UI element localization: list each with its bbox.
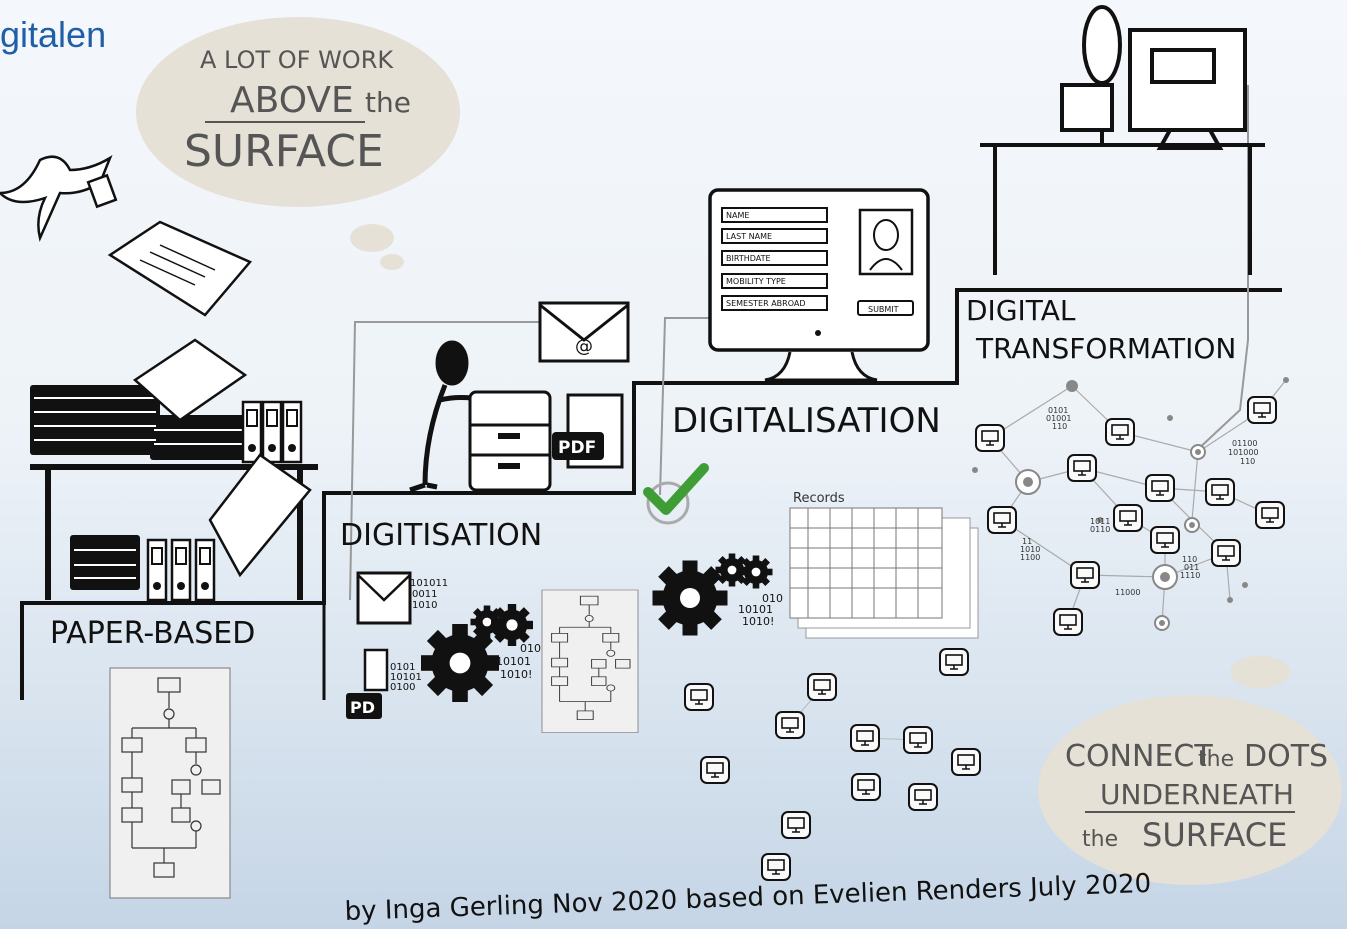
surface-staircase	[20, 288, 1282, 700]
binary-text: 110	[1052, 422, 1067, 431]
lamp-paper-icon	[132, 338, 312, 578]
form-field-birthdate: BIRTHDATE	[726, 254, 771, 263]
bubble-below-dots: DOTS	[1244, 739, 1328, 774]
binary-text: 0100	[390, 682, 415, 693]
binary-text: 1010	[412, 600, 437, 611]
stage-label-digitalisation: DIGITALISATION	[672, 401, 941, 441]
binary-text: 0101	[390, 662, 415, 673]
credit-line: by Inga Gerling Nov 2020 based on Evelie…	[344, 869, 1151, 927]
bubble-below-connect: CONNECT	[1065, 739, 1213, 774]
binary-text: 011	[1184, 563, 1199, 572]
binary-text: 0110	[1090, 525, 1110, 534]
binary-text: 01001	[1046, 414, 1071, 423]
binary-text: 0101	[1048, 406, 1068, 415]
binary-text: 01100	[1232, 439, 1257, 448]
email-at-symbol: @	[575, 336, 593, 357]
bubble-below-the2: the	[1082, 827, 1118, 852]
bubble-below-surface: SURFACE	[1142, 816, 1287, 854]
dove-icon	[0, 155, 118, 242]
stage-label-digital: DIGITAL	[966, 294, 1076, 327]
binary-text: 1110	[1180, 571, 1200, 580]
binary-text: 1010!	[742, 615, 774, 628]
digitalisation-stage: NAME LAST NAME BIRTHDATE MOBILITY TYPE S…	[643, 188, 981, 881]
small-envelope-icon	[356, 571, 412, 625]
binary-text: 1010!	[500, 668, 532, 681]
binary-text: 110	[1182, 555, 1197, 564]
binary-text: 1100	[1020, 553, 1040, 562]
form-field-name: NAME	[726, 211, 749, 220]
small-pdf-icon: PD	[346, 648, 389, 719]
pdf-document-icon: PDF	[552, 393, 624, 469]
binary-text: 110	[1240, 457, 1255, 466]
stage-label-paper-based: PAPER-BASED	[50, 616, 255, 651]
title-fragment: gitalen	[0, 14, 107, 55]
pdf-label: PDF	[558, 438, 596, 458]
pdf-label-small: PD	[350, 698, 375, 717]
transformation-stage: DIGITAL TRANSFORMATION	[966, 5, 1289, 636]
binary-text: 11000	[1115, 588, 1140, 597]
binary-text: 10101	[390, 672, 422, 683]
digital-flowchart	[541, 589, 639, 734]
binary-text: 101011	[410, 578, 448, 589]
bubble-above-surface: SURFACE	[184, 126, 384, 177]
bubble-above-the: the	[365, 86, 411, 119]
binary-text: 010	[762, 592, 783, 605]
paper-stack-icon	[30, 385, 245, 590]
form-field-last-name: LAST NAME	[726, 232, 772, 241]
network-graph: 0101 01001 110 01100 101000 110 1011 011…	[972, 377, 1289, 636]
binary-text: 10101	[738, 603, 773, 616]
binders-bottom	[146, 538, 216, 602]
desk-worker-icon	[980, 5, 1265, 275]
bubble-above-line1: A LOT OF WORK	[200, 46, 394, 74]
above-surface-bubble: A LOT OF WORK ABOVE the SURFACE	[136, 17, 460, 270]
paper-flowchart	[109, 667, 231, 899]
bubble-below-the: the	[1198, 747, 1234, 772]
binary-text: 1010	[1020, 545, 1040, 554]
email-envelope-icon: @	[538, 301, 630, 363]
monitor-form: NAME LAST NAME BIRTHDATE MOBILITY TYPE S…	[708, 188, 930, 382]
digitisation-stage: @ PDF DIGITISATION 101011 0011 1010 PD 0…	[340, 301, 639, 734]
binary-text: 11	[1022, 537, 1032, 546]
stage-label-transformation: TRANSFORMATION	[975, 332, 1236, 365]
binary-text: 10101	[496, 655, 531, 668]
gears-icon	[421, 604, 533, 702]
binary-text: 010	[520, 642, 541, 655]
checkmark-icon	[643, 463, 709, 525]
form-field-mobility-type: MOBILITY TYPE	[726, 277, 786, 286]
flying-paper-icon	[107, 220, 253, 317]
underneath-surface-bubble: CONNECT the DOTS UNDERNEATH the SURFACE	[1038, 656, 1342, 885]
binders-top	[241, 400, 303, 464]
binary-text: 101000	[1228, 448, 1259, 457]
paper-based-stage: PAPER-BASED	[0, 155, 318, 899]
binary-text: 0011	[412, 589, 437, 600]
bubble-below-underneath: UNDERNEATH	[1100, 778, 1294, 811]
form-submit-button: SUBMIT	[868, 305, 899, 314]
copier-icon	[468, 390, 552, 492]
form-field-semester-abroad: SEMESTER ABROAD	[726, 299, 806, 308]
stage-label-digitisation: DIGITISATION	[340, 518, 542, 553]
records-table-icon: Records	[789, 491, 979, 639]
records-label: Records	[793, 491, 845, 506]
binary-text: 1011	[1090, 517, 1110, 526]
scattered-computers	[684, 648, 981, 881]
bubble-above-word: ABOVE	[230, 80, 354, 121]
